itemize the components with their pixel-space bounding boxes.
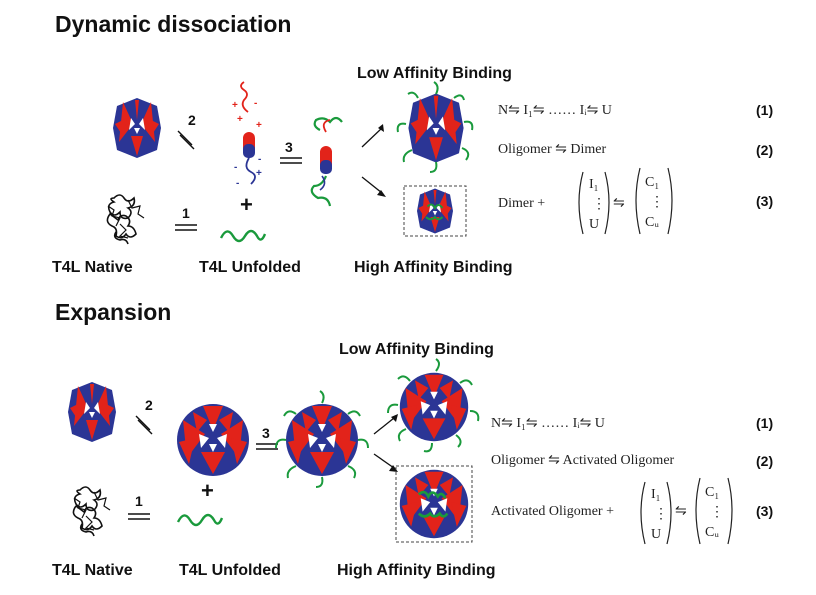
expansion-eq2: Oligomer ⇋ Activated Oligomer [491,453,675,468]
dynamic-dimer-charges: + - + + - + - - [232,98,262,189]
charge-plus: + [232,100,238,111]
expansion-title: Expansion [55,299,171,325]
expansion-step3-equilibrium-arrow [256,443,278,450]
dynamic-low-affinity-complex [396,81,474,173]
charge-plus: + [237,114,243,125]
dynamic-eq3-result-bottom: Cᵤ [645,215,659,230]
expansion-unfolded-label: T4L Unfolded [179,562,281,579]
expansion-high-affinity-complex [399,469,469,539]
expansion-eq2-number: (2) [756,453,773,469]
expansion-eq1: N⇋ I₁⇋ …… Iᵢ⇋ U [491,416,605,431]
expansion-step1-equilibrium-arrow [128,513,150,520]
dynamic-eq3-vector: I₁ ⋮ U [578,171,610,235]
dynamic-step1-number: 1 [182,205,190,221]
dynamic-step3-equilibrium-arrow [280,157,302,164]
expansion-eq3-result: C₁ ⋮ Cᵤ [695,477,733,545]
expansion-branch-arrows [373,414,398,472]
expansion-unfolded-chain [176,513,224,527]
expansion-native-label: T4L Native [52,562,133,579]
dynamic-branch-arrows [361,124,386,197]
dynamic-high-affinity-label: High Affinity Binding [354,259,512,276]
dynamic-eq3-left: Dimer + [498,196,545,211]
dynamic-native-label: T4L Native [52,259,133,276]
expansion-high-affinity-label: High Affinity Binding [337,562,495,579]
dynamic-eq3-vector-mid: ⋮ [592,197,606,212]
charge-minus: - [254,98,257,109]
expansion-eq3-left: Activated Oligomer + [491,504,614,519]
dynamic-eq3-vector-top: I₁ [589,177,599,192]
dynamic-dimer [240,81,256,185]
expansion-eq3-arrow: ⇋ [675,504,687,519]
expansion-step2-number: 2 [145,397,153,413]
dynamic-dimer-with-chains [310,116,343,207]
expansion-low-affinity-label: Low Affinity Binding [339,341,494,358]
dynamic-oligomer-complex [113,98,161,158]
expansion-low-affinity-complex [387,358,480,453]
charge-minus: - [234,162,237,173]
dynamic-eq3-result-top: C₁ [645,175,659,190]
dynamic-eq2: Oligomer ⇋ Dimer [498,142,606,157]
expansion-eq3-vector-bottom: U [651,527,661,542]
expansion-eq3-vector: I₁ ⋮ U [640,481,672,545]
expansion-eq3-result-top: C₁ [705,485,719,500]
dynamic-eq3-arrow: ⇋ [613,196,625,211]
dynamic-eq3-vector-bottom: U [589,217,599,232]
expansion-native-structure [72,486,111,537]
expansion-step1-number: 1 [135,493,143,509]
dynamic-low-affinity-label: Low Affinity Binding [357,65,512,82]
charge-plus: + [256,168,262,179]
expansion-eq3-result-bottom: Cᵤ [705,525,719,540]
dynamic-step2-number: 2 [188,112,196,128]
dynamic-unfolded-chain [219,229,267,243]
dynamic-plus-sign: + [240,192,253,217]
expansion-step2-equilibrium-arrow [135,415,153,435]
expansion-activated-oligomer [177,404,249,476]
expansion-eq1-number: (1) [756,415,773,431]
expansion-oligomer-complex [68,382,116,442]
expansion-step3-number: 3 [262,425,270,441]
dynamic-eq1: N⇋ I₁⇋ …… Iᵢ⇋ U [498,103,612,118]
expansion-eq3-number: (3) [756,503,773,519]
dynamic-step3-number: 3 [285,139,293,155]
dynamic-step2-equilibrium-arrow [177,130,195,150]
expansion-bound-complex [275,390,369,488]
dynamic-eq3-result-mid: ⋮ [650,195,664,210]
expansion-eq3-result-mid: ⋮ [710,505,724,520]
dynamic-eq2-number: (2) [756,142,773,158]
dynamic-eq3-number: (3) [756,193,773,209]
dynamic-high-affinity-complex [417,188,453,234]
dynamic-eq3-result: C₁ ⋮ Cᵤ [635,167,673,235]
dynamic-title: Dynamic dissociation [55,11,291,37]
expansion-eq3-vector-mid: ⋮ [654,507,668,522]
charge-minus: - [236,178,239,189]
expansion-high-affinity-box [395,465,473,543]
charge-minus: - [258,154,261,165]
dynamic-high-affinity-box [403,185,467,237]
charge-plus: + [256,120,262,131]
dynamic-step1-equilibrium-arrow [175,224,197,231]
expansion-eq3-vector-top: I₁ [651,487,661,502]
dynamic-native-structure [106,194,145,245]
expansion-plus-sign: + [201,478,214,503]
dynamic-eq1-number: (1) [756,102,773,118]
dynamic-unfolded-label: T4L Unfolded [199,259,301,276]
